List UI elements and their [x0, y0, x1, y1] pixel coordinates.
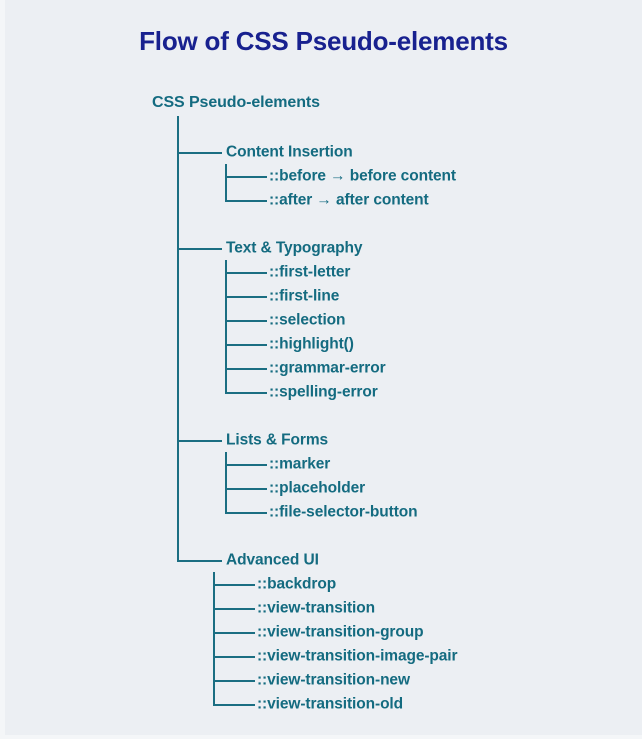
leaf-connector-elbow-icon [225, 380, 271, 404]
tree-node-leaf-label: ::spelling-error [269, 383, 378, 401]
branch-connector-elbow-icon [177, 548, 225, 572]
leaf-connector-tee-icon [213, 644, 259, 668]
tree-node-section-label: Content Insertion [226, 143, 353, 161]
tree-node-leaf-label: ::view-transition [257, 599, 376, 617]
leaf-connector-elbow-icon [225, 188, 271, 212]
trunk-line [177, 356, 179, 380]
tree-node-leaf-label: ::before → before content [269, 167, 456, 185]
tree-node-leaf-label: ::backdrop [257, 575, 337, 593]
tree-node-leaf-label: ::placeholder [269, 479, 366, 497]
trunk-line [177, 212, 179, 236]
trunk-line [177, 332, 179, 356]
branch-connector-tee-icon [177, 140, 225, 164]
tree-node-leaf-label: ::marker [269, 455, 331, 473]
trunk-line [177, 500, 179, 524]
trunk-line [177, 260, 179, 284]
leaf-connector-tee-icon [213, 572, 259, 596]
tree-node-leaf-label: ::after → after content [269, 191, 429, 209]
branch-connector-tee-icon [177, 236, 225, 260]
leaf-connector-tee-icon [225, 452, 271, 476]
tree-node-section-label: Advanced UI [226, 551, 319, 569]
trunk-line [177, 188, 179, 212]
trunk-line [177, 116, 179, 140]
leaf-connector-elbow-icon [213, 692, 259, 716]
page-title: Flow of CSS Pseudo-elements [139, 26, 508, 56]
tree-node-leaf-label: ::file-selector-button [269, 503, 418, 521]
tree-node-leaf-label: ::view-transition-group [257, 623, 424, 641]
leaf-connector-tee-icon [225, 260, 271, 284]
trunk-line [177, 308, 179, 332]
tree-node-leaf-label: ::view-transition-image-pair [257, 647, 458, 665]
trunk-line [177, 476, 179, 500]
tree-node-leaf-label: ::grammar-error [269, 359, 386, 377]
tree-node-leaf-label: ::first-letter [269, 263, 351, 281]
leaf-connector-tee-icon [225, 308, 271, 332]
leaf-connector-tee-icon [225, 476, 271, 500]
leaf-connector-tee-icon [213, 668, 259, 692]
tree-node-leaf-label: ::view-transition-new [257, 671, 410, 689]
leaf-connector-tee-icon [225, 356, 271, 380]
leaf-connector-elbow-icon [225, 500, 271, 524]
branch-connector-tee-icon [177, 428, 225, 452]
leaf-connector-tee-icon [225, 284, 271, 308]
tree-node-leaf-label: ::highlight() [269, 335, 354, 353]
tree-node-leaf-label: ::view-transition-old [257, 695, 404, 713]
tree-node-section-label: Lists & Forms [226, 431, 329, 449]
trunk-line [177, 404, 179, 428]
trunk-line [177, 452, 179, 476]
tree-node-root: CSS Pseudo-elements [152, 94, 320, 111]
leaf-connector-tee-icon [213, 620, 259, 644]
trunk-line [177, 164, 179, 188]
trunk-line [177, 284, 179, 308]
leaf-connector-tee-icon [213, 596, 259, 620]
leaf-connector-tee-icon [225, 332, 271, 356]
tree-node-section-label: Text & Typography [226, 239, 363, 257]
tree-node-leaf-label: ::first-line [269, 287, 340, 305]
trunk-line [177, 524, 179, 548]
leaf-connector-tee-icon [225, 164, 271, 188]
trunk-line [177, 380, 179, 404]
tree-node-leaf-label: ::selection [269, 311, 346, 329]
